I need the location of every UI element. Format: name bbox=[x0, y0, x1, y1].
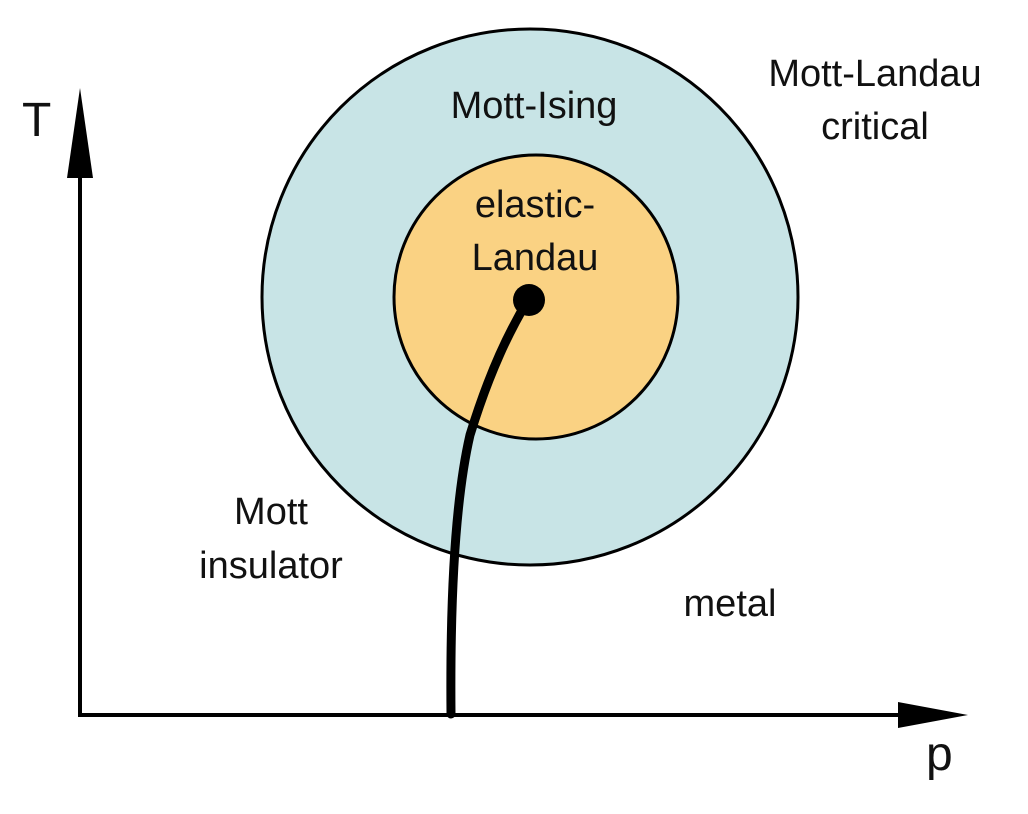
y-axis-label: T bbox=[22, 94, 51, 147]
y-axis-arrow bbox=[67, 88, 93, 178]
mott-landau-critical-label-line2: critical bbox=[821, 106, 929, 148]
mott-insulator-label-line1: Mott bbox=[234, 491, 308, 533]
x-axis-label: p bbox=[926, 728, 953, 781]
mott-landau-critical-label-line1: Mott-Landau bbox=[768, 53, 981, 95]
elastic-landau-label-line2: Landau bbox=[472, 237, 599, 279]
critical-endpoint bbox=[513, 284, 545, 316]
x-axis-arrow bbox=[898, 702, 968, 728]
elastic-landau-label-line1: elastic- bbox=[475, 184, 595, 226]
metal-label: metal bbox=[684, 583, 777, 625]
mott-insulator-label-line2: insulator bbox=[199, 545, 343, 587]
mott-ising-label: Mott-Ising bbox=[451, 85, 618, 127]
transition-line bbox=[446, 295, 533, 719]
